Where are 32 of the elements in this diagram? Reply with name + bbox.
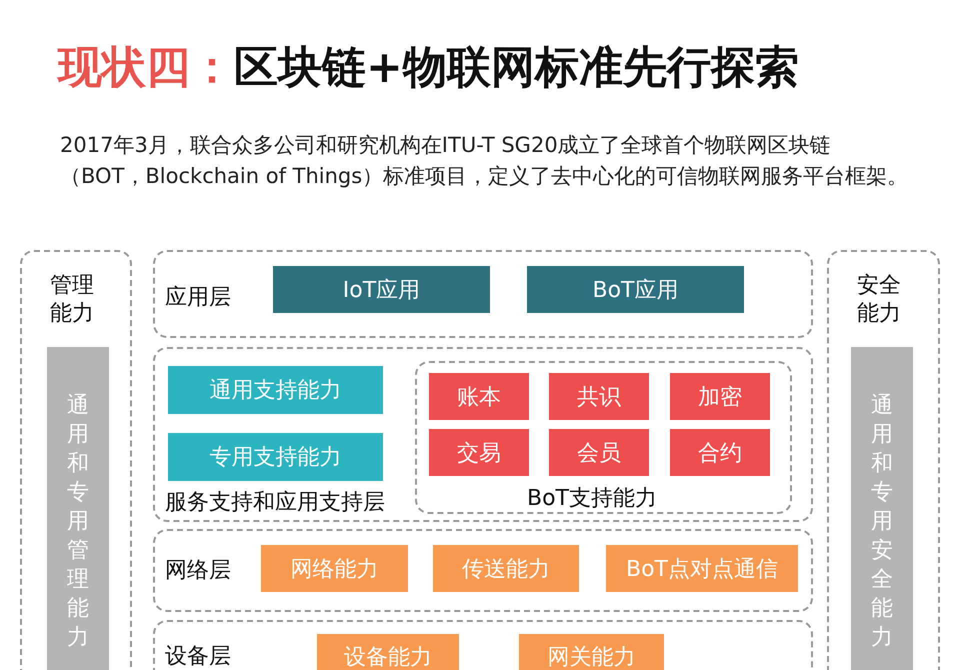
capability-box: 会员 xyxy=(549,429,649,476)
layer-label: 网络层 xyxy=(165,557,231,585)
title: 现状四：区块链+物联网标准先行探索 xyxy=(58,41,799,95)
capability-box: 共识 xyxy=(549,373,649,420)
capability-box: BoT点对点通信 xyxy=(606,545,798,592)
layer-label: 管理能力 xyxy=(50,272,95,328)
layer-panel xyxy=(153,529,813,612)
capability-box: 加密 xyxy=(670,373,770,420)
capability-box: 账本 xyxy=(429,373,529,420)
description-paragraph: 2017年3月，联合众多公司和研究机构在ITU-T SG20成立了全球首个物联网区块链（BOT，Blockchain of Things）标准项目，定义了去中心化的可信物联网服务平台框架。 xyxy=(60,132,910,190)
layer-panel xyxy=(415,361,792,514)
layer-label: 安全能力 xyxy=(857,272,902,328)
layer-label: 应用层 xyxy=(165,284,231,312)
capability-box: 设备能力 xyxy=(317,634,459,670)
layer-label: 服务支持和应用支持层 xyxy=(165,489,385,517)
capability-box: 专用支持能力 xyxy=(168,433,383,481)
layer-label: 设备层 xyxy=(165,643,231,670)
layer-panel xyxy=(153,250,813,338)
capability-box: 交易 xyxy=(429,429,529,476)
capability-bar: 通用和专用管理能力 xyxy=(47,347,109,670)
capability-box: 通用支持能力 xyxy=(168,366,383,414)
capability-box: 传送能力 xyxy=(433,545,579,592)
capability-box: BoT应用 xyxy=(527,266,744,313)
layer-label: BoT支持能力 xyxy=(527,485,657,513)
capability-box: IoT应用 xyxy=(273,266,490,313)
capability-bar: 通用和专用安全能力 xyxy=(851,347,913,670)
capability-box: 网络能力 xyxy=(261,545,408,592)
layer-panel xyxy=(827,250,940,670)
capability-box: 网关能力 xyxy=(519,634,664,670)
layer-panel xyxy=(20,250,132,670)
layer-panel xyxy=(153,347,813,522)
capability-box: 合约 xyxy=(670,429,770,476)
